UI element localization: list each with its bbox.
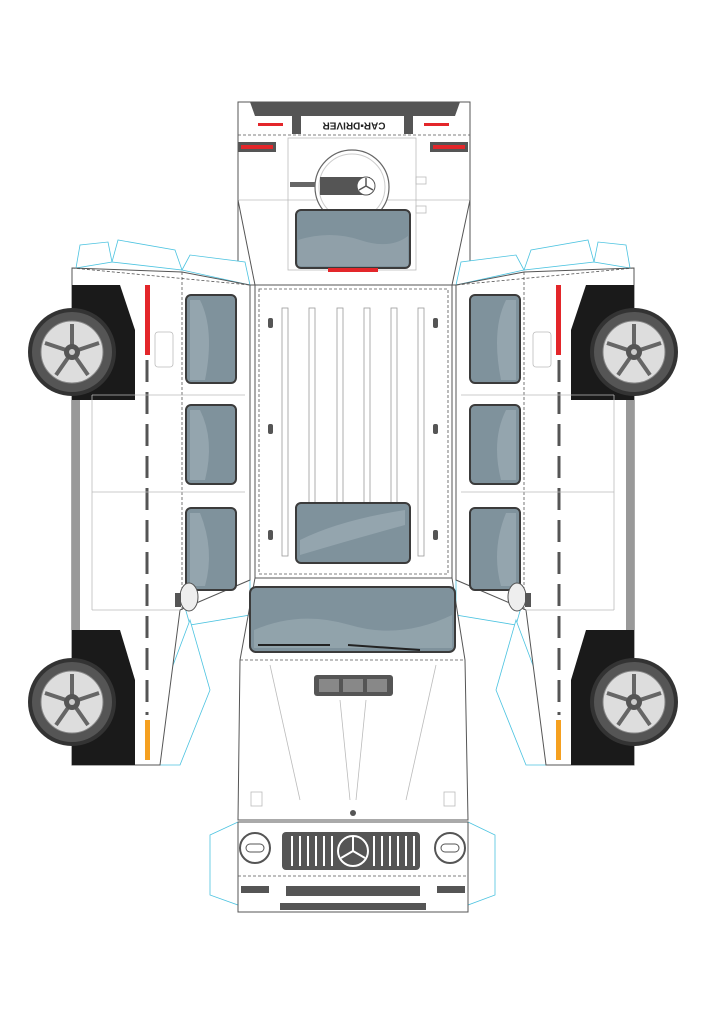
- windshield: [249, 586, 456, 653]
- front-panel: [209, 821, 496, 913]
- spare-tire: [290, 149, 390, 225]
- roof-panel: [254, 284, 453, 579]
- rear-panel: CAR▪DRIVER: [237, 101, 471, 286]
- headlight-right: [434, 832, 466, 864]
- headlight-left: [239, 832, 271, 864]
- left-side-panel: [28, 240, 250, 765]
- hood-panel: [237, 577, 469, 821]
- mercedes-star-icon: [358, 178, 374, 191]
- grille: [282, 832, 420, 870]
- right-side-panel: [456, 240, 678, 765]
- svg-text:CAR▪DRIVER: CAR▪DRIVER: [322, 119, 386, 130]
- car-and-driver-logo: CAR▪DRIVER: [316, 116, 392, 133]
- mercedes-star-icon: [340, 837, 366, 859]
